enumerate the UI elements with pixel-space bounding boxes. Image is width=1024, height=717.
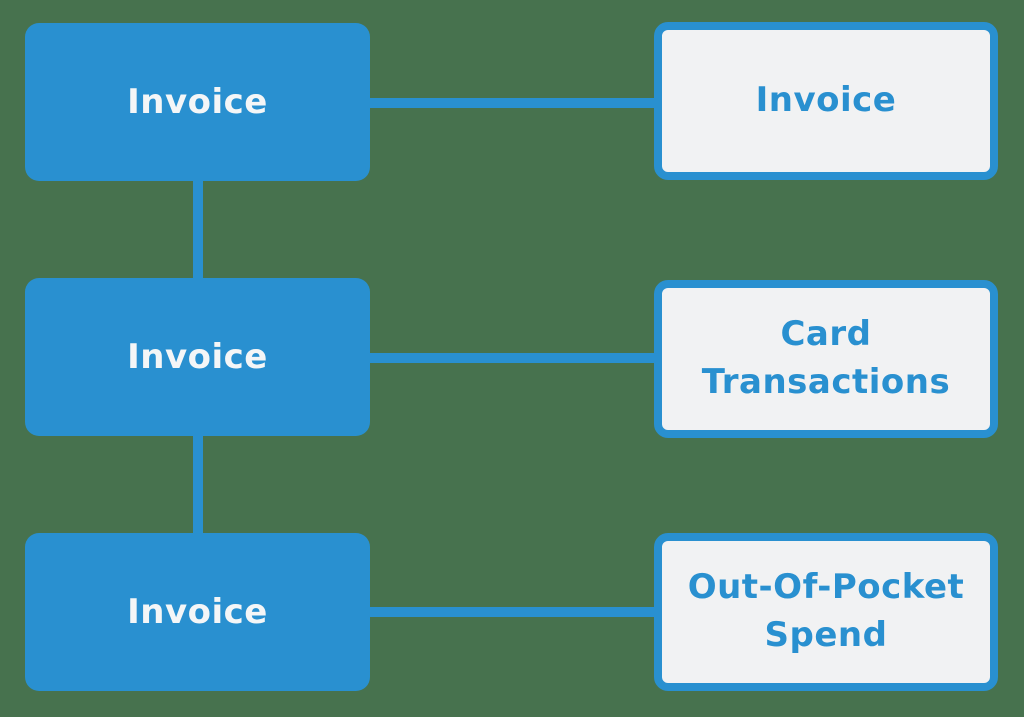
node-label: Invoice xyxy=(127,82,268,122)
node-label: Invoice xyxy=(127,337,268,377)
connector-horizontal-row2 xyxy=(368,353,658,363)
connector-horizontal-row1 xyxy=(368,98,658,108)
node-invoice-left-2: Invoice xyxy=(25,278,370,436)
node-card-transactions: Card Transactions xyxy=(654,280,998,438)
node-invoice-left-3: Invoice xyxy=(25,533,370,691)
connector-vertical-2-3 xyxy=(193,430,203,540)
node-label: Out-Of-Pocket Spend xyxy=(687,567,965,655)
connector-vertical-1-2 xyxy=(193,175,203,285)
node-invoice-right: Invoice xyxy=(654,22,998,180)
node-invoice-left-1: Invoice xyxy=(25,23,370,181)
node-out-of-pocket-spend: Out-Of-Pocket Spend xyxy=(654,533,998,691)
node-label: Invoice xyxy=(755,80,897,121)
connector-horizontal-row3 xyxy=(368,607,658,617)
node-label: Invoice xyxy=(127,592,268,632)
node-label: Card Transactions xyxy=(701,314,951,402)
